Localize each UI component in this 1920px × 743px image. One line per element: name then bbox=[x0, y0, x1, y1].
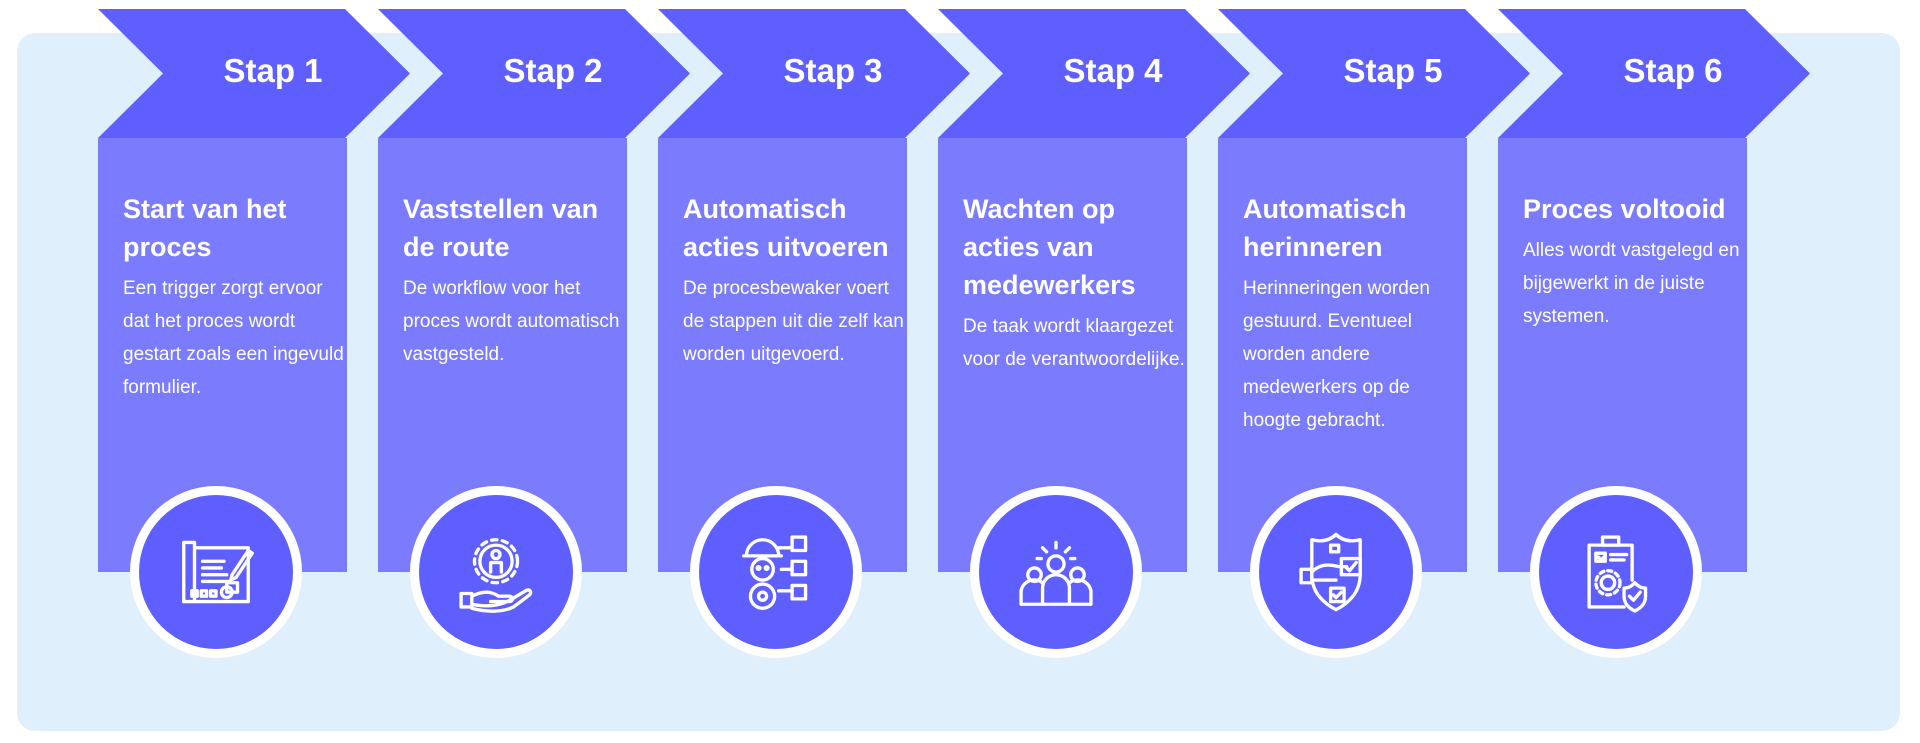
hand-gear-person-icon bbox=[459, 538, 533, 613]
step-icon-circle bbox=[410, 486, 582, 658]
step-chevron bbox=[938, 9, 1250, 138]
step-description: Alles wordt vastgelegd en bijgewerkt in … bbox=[1523, 240, 1740, 327]
process-step-4: Stap 4 Wachten op acties van medewerkers… bbox=[938, 0, 1258, 743]
step-description: Herinneringen worden gestuurd. Eventueel… bbox=[1243, 278, 1430, 431]
step-description: De workflow voor het proces wordt automa… bbox=[403, 278, 620, 365]
process-step-1: Stap 1 Start van het proces Een trigger … bbox=[98, 0, 418, 743]
step-title: Wachten op acties van medewerkers bbox=[963, 194, 1136, 300]
step-title: Proces voltooid bbox=[1523, 194, 1726, 224]
step-icon-circle bbox=[1250, 486, 1422, 658]
step-title: Automatisch acties uitvoeren bbox=[683, 194, 889, 262]
step-title: Vaststellen van de route bbox=[403, 194, 599, 262]
step-label: Stap 5 bbox=[1343, 52, 1443, 89]
step-description: De procesbewaker voert de stappen uit di… bbox=[683, 278, 904, 365]
robot-worker-boxes-icon bbox=[742, 535, 808, 610]
step-chevron bbox=[378, 9, 690, 138]
step-chevron bbox=[98, 9, 410, 138]
blueprint-pencil-icon bbox=[182, 540, 254, 604]
step-icon-circle bbox=[690, 486, 862, 658]
step-label: Stap 4 bbox=[1063, 52, 1163, 89]
step-description: De taak wordt klaargezet voor de verantw… bbox=[963, 316, 1185, 370]
process-step-2: Stap 2 Vaststellen van de route De workf… bbox=[378, 0, 698, 743]
process-step-6: Stap 6 Proces voltooid Alles wordt vastg… bbox=[1498, 0, 1818, 743]
step-body: Proces voltooid Alles wordt vastgelegd e… bbox=[1498, 138, 1747, 572]
step-label: Stap 3 bbox=[783, 52, 883, 89]
step-label: Stap 6 bbox=[1623, 52, 1723, 89]
step-chevron bbox=[1498, 9, 1810, 138]
step-body: Automatisch herinneren Herinneringen wor… bbox=[1218, 138, 1467, 572]
step-label: Stap 1 bbox=[223, 52, 323, 89]
step-description: Een trigger zorgt ervoor dat het proces … bbox=[123, 278, 344, 398]
clipboard-gear-shield-icon bbox=[1587, 535, 1648, 613]
process-step-5: Stap 5 Automatisch herinneren Herinnerin… bbox=[1218, 0, 1538, 743]
step-icon-circle bbox=[970, 486, 1142, 658]
step-icon-circle bbox=[1530, 486, 1702, 658]
step-chevron bbox=[658, 9, 970, 138]
step-chevron bbox=[1218, 9, 1530, 138]
process-step-3: Stap 3 Automatisch acties uitvoeren De p… bbox=[658, 0, 978, 743]
step-label: Stap 2 bbox=[503, 52, 603, 89]
step-title: Start van het proces bbox=[123, 194, 287, 262]
team-idea-icon bbox=[1019, 540, 1093, 606]
shield-hand-checklist-icon bbox=[1299, 532, 1362, 612]
step-icon-circle bbox=[130, 486, 302, 658]
step-title: Automatisch herinneren bbox=[1243, 194, 1407, 262]
